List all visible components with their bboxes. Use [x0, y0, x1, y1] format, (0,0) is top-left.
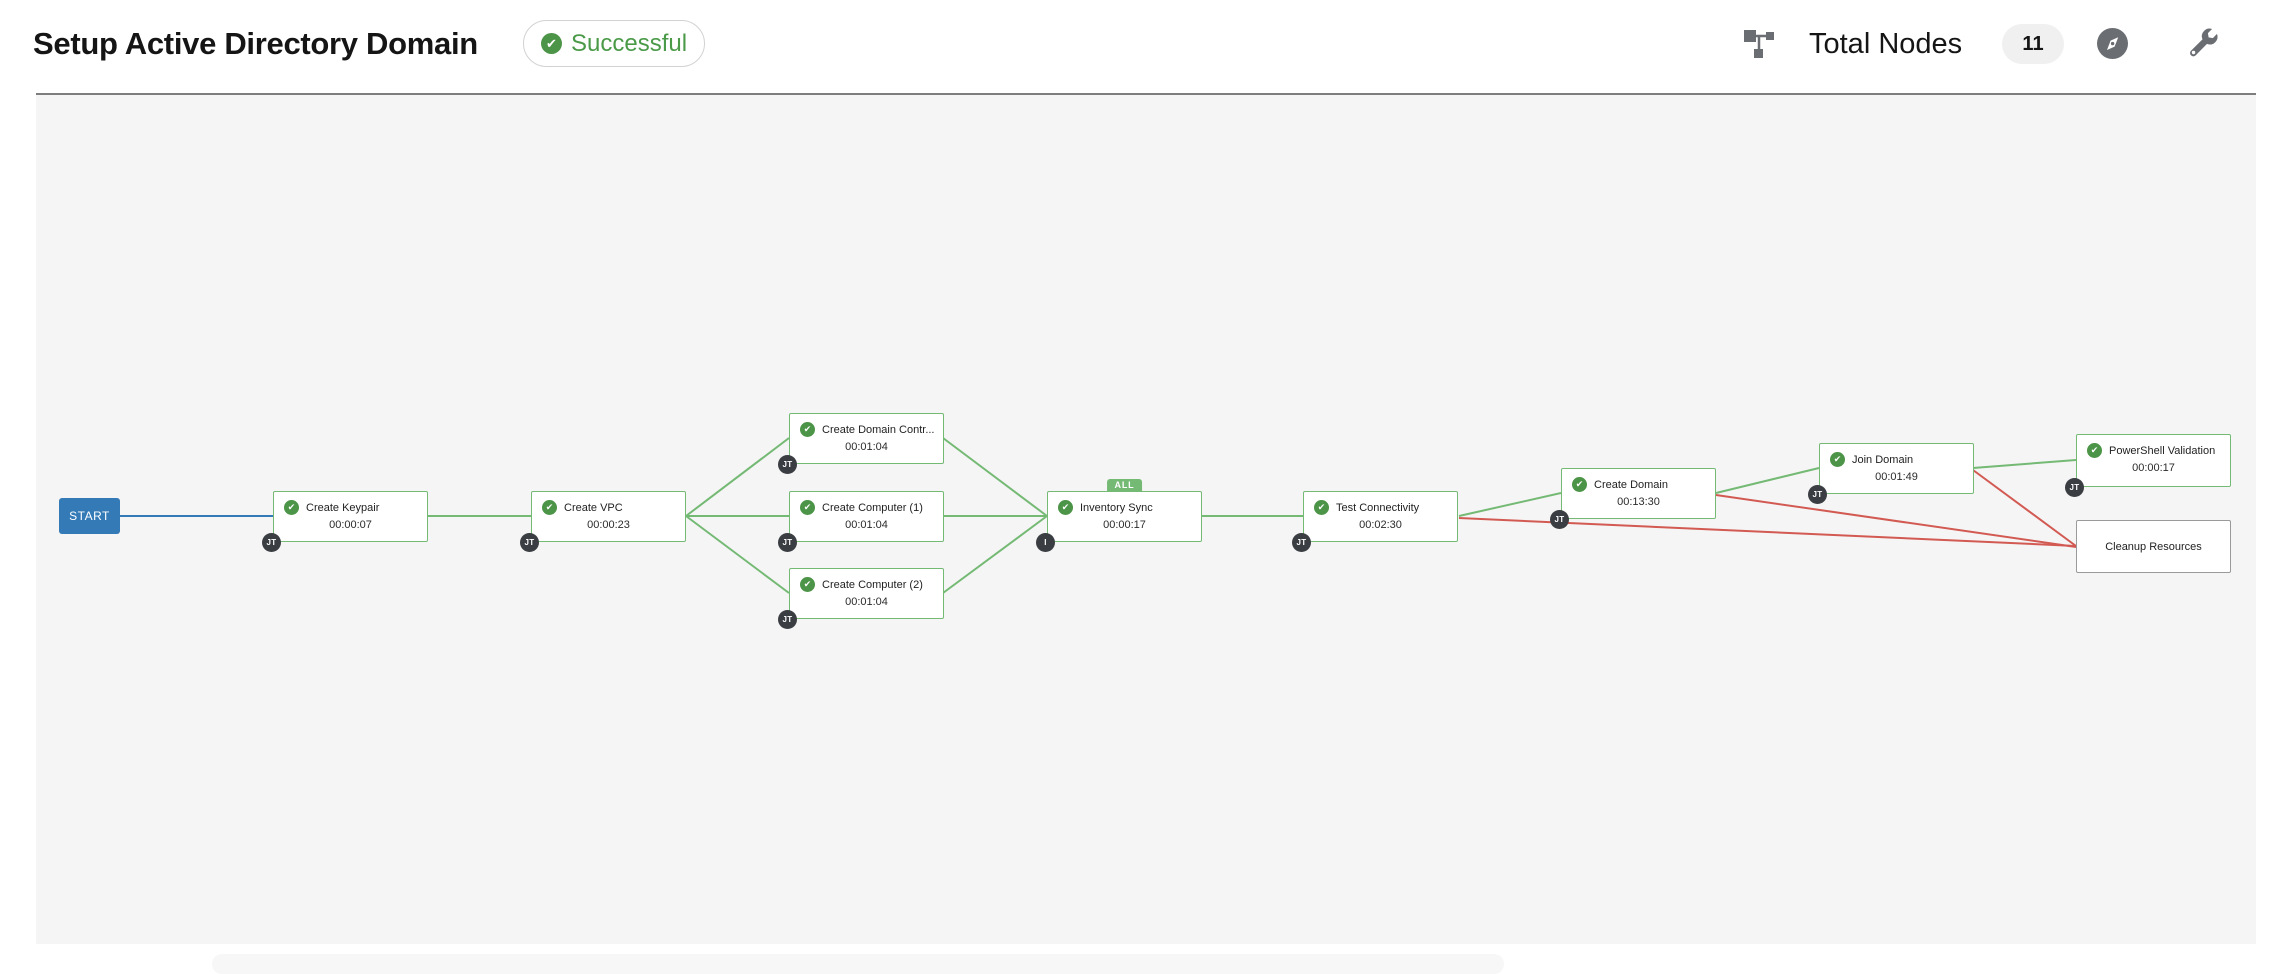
job-template-badge: JT	[1808, 485, 1827, 504]
check-circle-icon: ✔	[1314, 500, 1329, 515]
check-circle-icon: ✔	[800, 577, 815, 592]
check-circle-icon: ✔	[284, 500, 299, 515]
node-label: Create Keypair	[306, 501, 380, 514]
node-label: Create VPC	[564, 501, 623, 514]
node-elapsed-time: 00:01:49	[1875, 471, 1918, 483]
compass-icon[interactable]	[2096, 27, 2129, 60]
check-circle-icon: ✔	[1058, 500, 1073, 515]
sitemap-icon	[1744, 30, 1774, 58]
node-elapsed-time: 00:01:04	[845, 596, 888, 608]
check-circle-icon: ✔	[541, 33, 562, 54]
inventory-source-badge: I	[1036, 533, 1055, 552]
node-label: Test Connectivity	[1336, 501, 1420, 514]
check-circle-icon: ✔	[1572, 477, 1587, 492]
job-template-badge: JT	[2065, 478, 2084, 497]
node-label: Join Domain	[1852, 453, 1914, 466]
node-elapsed-time: 00:00:17	[1103, 519, 1146, 531]
node-elapsed-time: 00:00:23	[587, 519, 630, 531]
job-template-badge: JT	[520, 533, 539, 552]
node-elapsed-time: 00:00:07	[329, 519, 372, 531]
total-nodes-count-badge: 11	[2002, 24, 2064, 64]
job-template-badge: JT	[778, 533, 797, 552]
node-label: Create Domain Contr...	[822, 423, 935, 436]
horizontal-scrollbar[interactable]	[212, 954, 1504, 974]
node-label: PowerShell Validation	[2109, 444, 2216, 457]
status-badge: ✔ Successful	[523, 20, 706, 67]
node-elapsed-time: 00:13:30	[1617, 496, 1660, 508]
convergence-all-badge: ALL	[1106, 479, 1143, 492]
node-inventory-sync[interactable]: ALL ✔ Inventory Sync 00:00:17 I	[1036, 479, 1202, 552]
node-elapsed-time: 00:02:30	[1359, 519, 1402, 531]
node-create-vpc[interactable]: ✔ Create VPC 00:00:23 JT	[520, 491, 686, 552]
node-elapsed-time: 00:01:04	[845, 441, 888, 453]
page-title: Setup Active Directory Domain	[33, 26, 478, 61]
check-circle-icon: ✔	[800, 422, 815, 437]
check-circle-icon: ✔	[542, 500, 557, 515]
check-circle-icon: ✔	[2087, 443, 2102, 458]
node-create-keypair[interactable]: ✔ Create Keypair 00:00:07 JT	[262, 491, 428, 552]
node-elapsed-time: 00:00:17	[2132, 462, 2175, 474]
node-create-domain-controller[interactable]: ✔ Create Domain Contr... 00:01:04 JT	[778, 413, 944, 474]
job-template-badge: JT	[778, 455, 797, 474]
job-template-badge: JT	[1292, 533, 1311, 552]
node-create-computer-2[interactable]: ✔ Create Computer (2) 00:01:04 JT	[778, 568, 944, 629]
status-badge-label: Successful	[571, 29, 688, 57]
node-label: Create Domain	[1594, 478, 1668, 491]
node-cleanup-resources[interactable]: Cleanup Resources	[2076, 520, 2231, 573]
job-template-badge: JT	[262, 533, 281, 552]
start-node[interactable]: START	[59, 498, 120, 534]
node-label: Create Computer (1)	[822, 501, 923, 514]
total-nodes-label: Total Nodes	[1809, 28, 1963, 60]
check-circle-icon: ✔	[800, 500, 815, 515]
node-create-domain[interactable]: ✔ Create Domain 00:13:30 JT	[1550, 468, 1716, 529]
node-label: Create Computer (2)	[822, 578, 923, 591]
node-create-computer-1[interactable]: ✔ Create Computer (1) 00:01:04 JT	[778, 491, 944, 552]
node-powershell-validation[interactable]: ✔ PowerShell Validation 00:00:17 JT	[2065, 434, 2231, 497]
node-test-connectivity[interactable]: ✔ Test Connectivity 00:02:30 JT	[1292, 491, 1458, 552]
node-label: Inventory Sync	[1080, 501, 1153, 514]
job-template-badge: JT	[1550, 510, 1569, 529]
wrench-icon[interactable]	[2187, 27, 2219, 59]
job-template-badge: JT	[778, 610, 797, 629]
node-label: Cleanup Resources	[2105, 540, 2202, 553]
node-elapsed-time: 00:01:04	[845, 519, 888, 531]
check-circle-icon: ✔	[1830, 452, 1845, 467]
node-join-domain[interactable]: ✔ Join Domain 00:01:49 JT	[1808, 443, 1974, 504]
